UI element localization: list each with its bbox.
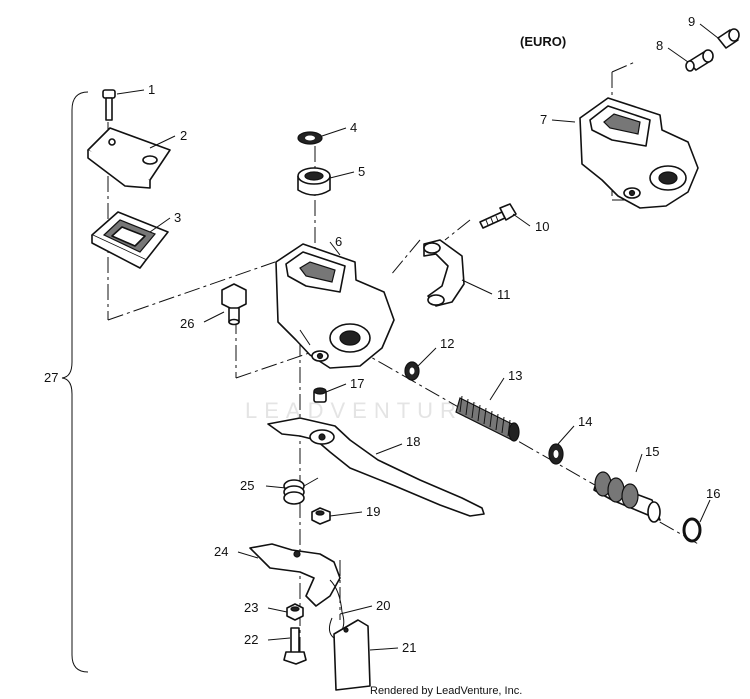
part-19-nut [311,507,331,525]
callout-19: 19 [366,504,380,519]
callout-5: 5 [358,164,365,179]
part-23-nut [286,603,304,621]
part-2-reservoir-cover [87,127,171,189]
callout-numbers: 1 2 3 4 5 6 7 8 9 10 11 12 13 14 15 16 1… [44,14,720,655]
callout-26: 26 [180,316,194,331]
part-16-o-ring [682,517,702,543]
part-15-piston [593,471,661,523]
part-24-bracket-plate [249,543,341,607]
part-11-clamp [423,239,465,307]
callout-18: 18 [406,434,420,449]
callout-6: 6 [335,234,342,249]
callout-20: 20 [376,598,390,613]
part-20-wire-clip [328,579,345,639]
euro-title: (EURO) [520,34,566,49]
part-18-brake-lever [267,417,485,517]
callout-25: 25 [240,478,254,493]
callout-13: 13 [508,368,522,383]
callout-11: 11 [497,287,511,302]
callout-23: 23 [244,600,258,615]
part-5-bushing [297,167,331,196]
callout-24: 24 [214,544,228,559]
callout-21: 21 [402,640,416,655]
callout-14: 14 [578,414,592,429]
part-8-fitting [685,49,714,72]
callout-16: 16 [706,486,720,501]
leader-lines [116,23,719,651]
part-4-washer [297,131,323,145]
watermark: LEADVENTURE [245,398,485,423]
part-1-screw [102,89,116,121]
callout-9: 9 [688,14,695,29]
callout-7: 7 [540,112,547,127]
part-26-bolt [221,283,247,326]
part-9-cap [717,28,740,49]
part-3-diaphragm [91,211,169,269]
callout-22: 22 [244,632,258,647]
callout-2: 2 [180,128,187,143]
callout-15: 15 [645,444,659,459]
part-12-washer [404,361,420,381]
part-7-euro-master-cylinder [579,97,699,209]
part-25-spring [283,477,319,505]
callout-1: 1 [148,82,155,97]
callout-10: 10 [535,219,549,234]
part-14-washer [548,443,564,465]
part-22-screw [283,627,307,665]
callout-12: 12 [440,336,454,351]
callout-27: 27 [44,370,58,385]
callout-8: 8 [656,38,663,53]
callout-3: 3 [174,210,181,225]
part-10-bolt [479,203,517,229]
credit-text: Rendered by LeadVenture, Inc. [370,685,522,697]
part-17-collar [313,387,327,403]
callout-4: 4 [350,120,357,135]
assembly-bracket [61,91,89,673]
part-13-spring [455,395,520,442]
part-21-tag [333,619,371,691]
part-6-master-cylinder [275,243,395,369]
callout-17: 17 [350,376,364,391]
